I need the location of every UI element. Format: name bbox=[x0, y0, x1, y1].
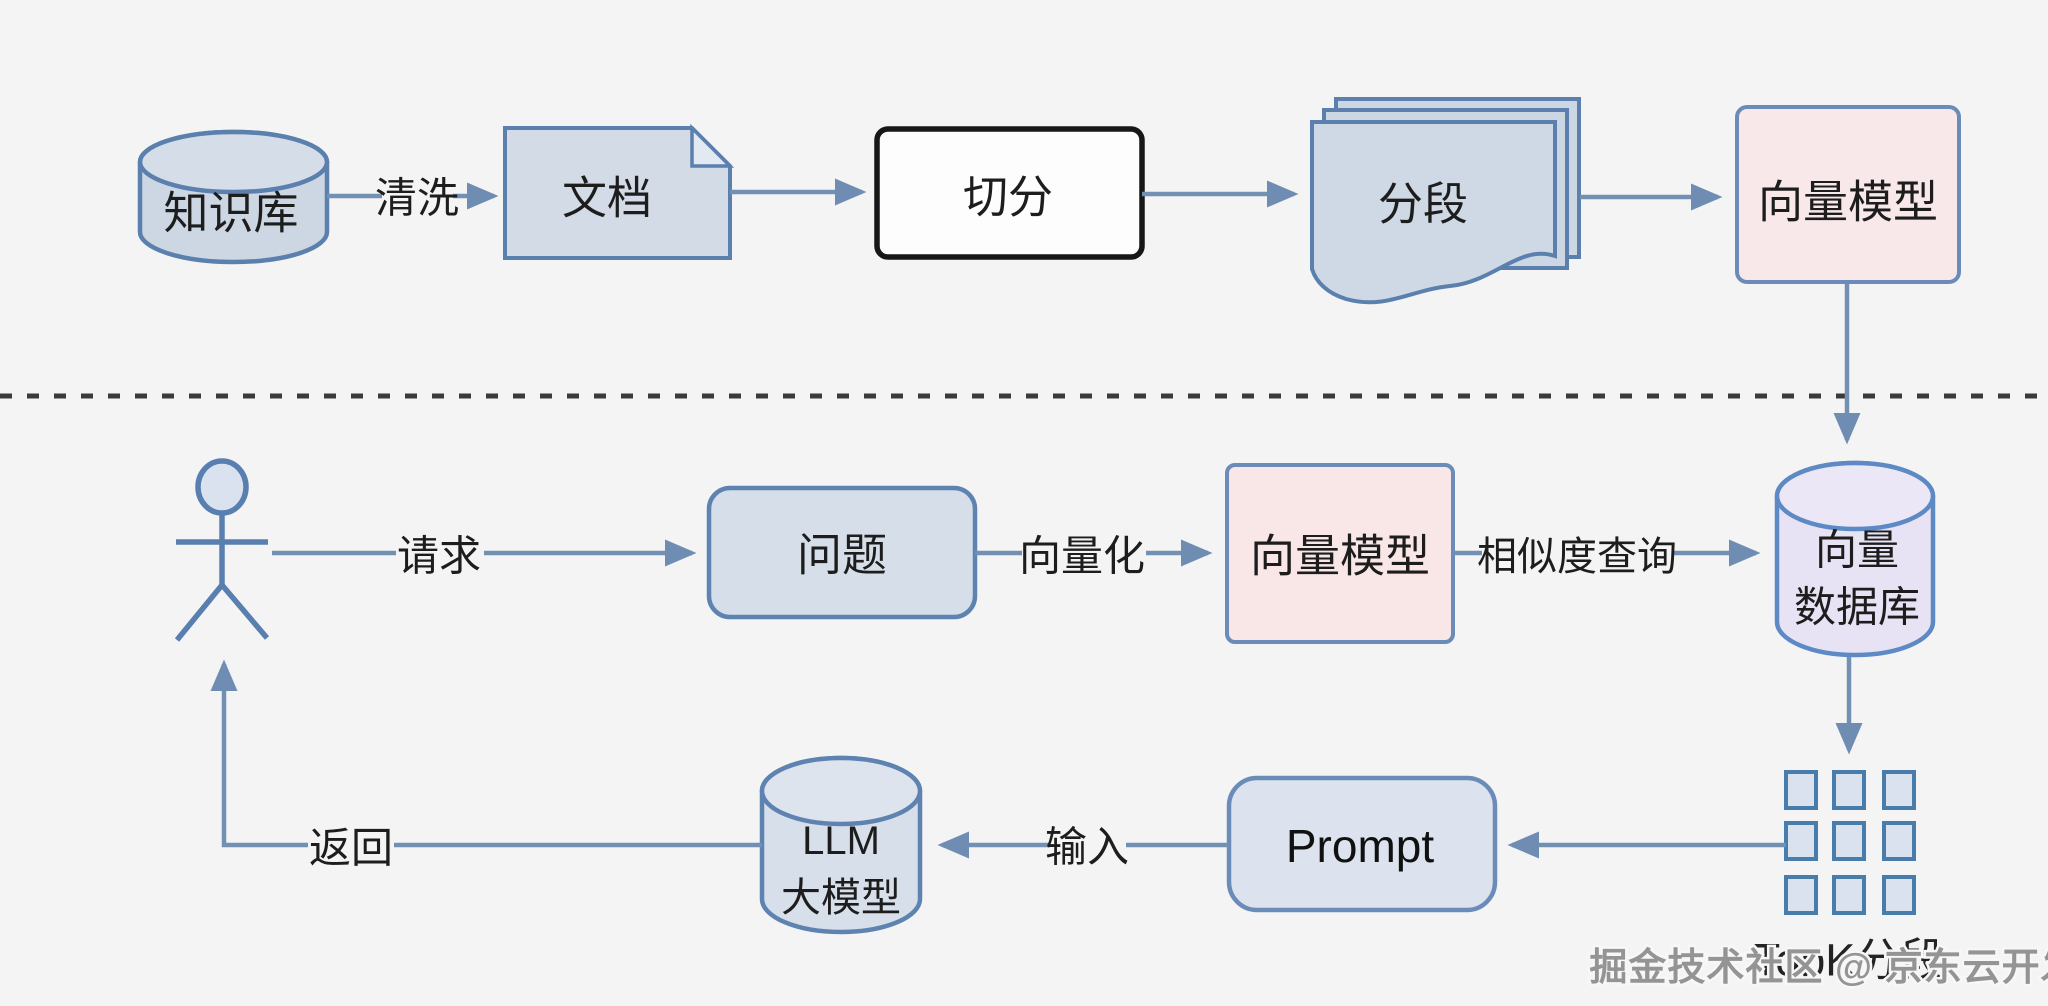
edge-return bbox=[210, 659, 762, 848]
similarity-query-edge-label: 相似度查询 bbox=[1477, 535, 1677, 579]
llm-cylinder: LLM 大模型 bbox=[759, 755, 923, 935]
clean-edge-label: 清洗 bbox=[375, 175, 459, 222]
request-edge-label: 请求 bbox=[397, 533, 481, 580]
prompt-label: Prompt bbox=[1286, 820, 1434, 872]
prompt-box: Prompt bbox=[1226, 775, 1498, 913]
document-shape: 文档 bbox=[503, 123, 735, 260]
segments-label: 分段 bbox=[1378, 179, 1468, 230]
return-edge-label: 返回 bbox=[309, 825, 393, 872]
embedding-model-top-box: 向量模型 bbox=[1735, 105, 1961, 284]
embedding-model-top-label: 向量模型 bbox=[1758, 177, 1938, 228]
topk-label: TopK分段 bbox=[1753, 935, 1946, 986]
topk-grid-icon bbox=[1784, 770, 1916, 915]
watermark-text: 掘金技术社区 @ 京东云开发者 bbox=[1589, 946, 2048, 989]
question-label: 问题 bbox=[797, 530, 887, 581]
llm-label-line2: 大模型 bbox=[781, 876, 901, 920]
folded-corner-icon bbox=[690, 123, 735, 168]
input-edge-label: 输入 bbox=[1045, 824, 1129, 871]
knowledge-base-cylinder: 知识库 bbox=[137, 129, 330, 265]
embedding-model-bottom-box: 向量模型 bbox=[1225, 463, 1455, 644]
vector-db-label-line1: 向量 bbox=[1815, 527, 1899, 574]
document-label: 文档 bbox=[562, 173, 652, 224]
llm-label-line1: LLM bbox=[802, 819, 880, 863]
user-actor-icon bbox=[174, 458, 270, 642]
question-box: 问题 bbox=[706, 485, 978, 620]
knowledge-base-label: 知识库 bbox=[163, 188, 298, 239]
vector-db-label-line2: 数据库 bbox=[1794, 584, 1920, 631]
embedding-model-bottom-label: 向量模型 bbox=[1250, 531, 1430, 582]
split-label: 切分 bbox=[963, 172, 1053, 223]
split-box: 切分 bbox=[874, 126, 1145, 260]
segments-pages: 分段 bbox=[1310, 97, 1581, 305]
vector-db-cylinder: 向量 数据库 bbox=[1774, 460, 1936, 658]
vectorize-edge-label: 向量化 bbox=[1019, 533, 1145, 580]
